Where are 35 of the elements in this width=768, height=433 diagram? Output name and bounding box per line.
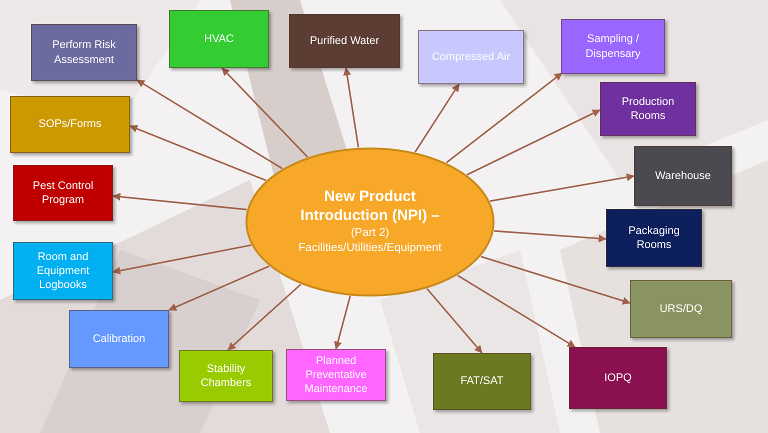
arrow	[466, 109, 601, 176]
arrow	[446, 72, 563, 164]
arrow	[426, 288, 483, 354]
arrow	[480, 256, 631, 305]
topic-box: Packaging Rooms	[606, 209, 702, 267]
arrow	[129, 125, 266, 182]
arrow	[334, 296, 351, 350]
arrow	[457, 274, 576, 348]
topic-box: Calibration	[69, 310, 169, 368]
arrow	[112, 192, 247, 210]
arrow	[112, 244, 252, 275]
topic-box: Planned Preventative Maintenance	[286, 349, 386, 401]
arrow	[414, 83, 460, 152]
topic-box: Room and Equipment Logbooks	[13, 242, 113, 300]
topic-box: Stability Chambers	[179, 350, 273, 402]
topic-box: HVAC	[169, 10, 269, 68]
arrow	[168, 265, 270, 311]
arrow	[494, 230, 607, 242]
arrow	[136, 79, 283, 170]
arrow	[490, 173, 635, 202]
heading-text: New Product Introduction (NPI) –	[299, 188, 441, 226]
topic-box: Pest Control Program	[13, 165, 113, 221]
topic-box: URS/DQ	[630, 280, 732, 338]
topic-box: Purified Water	[289, 14, 400, 68]
topic-box: Sampling / Dispensary	[561, 19, 665, 74]
arrow	[221, 67, 308, 158]
topic-box: Perform Risk Assessment	[31, 24, 137, 81]
subheading-text: (Part 2) Facilities/Utilities/Equipment	[297, 226, 443, 256]
topic-box: FAT/SAT	[433, 353, 531, 410]
arrow	[343, 67, 360, 148]
arrow	[227, 284, 302, 351]
topic-box: SOPs/Forms	[10, 96, 130, 153]
topic-box: Production Rooms	[600, 82, 696, 136]
topic-box: IOPQ	[569, 347, 667, 409]
topic-box: Warehouse	[634, 146, 732, 206]
